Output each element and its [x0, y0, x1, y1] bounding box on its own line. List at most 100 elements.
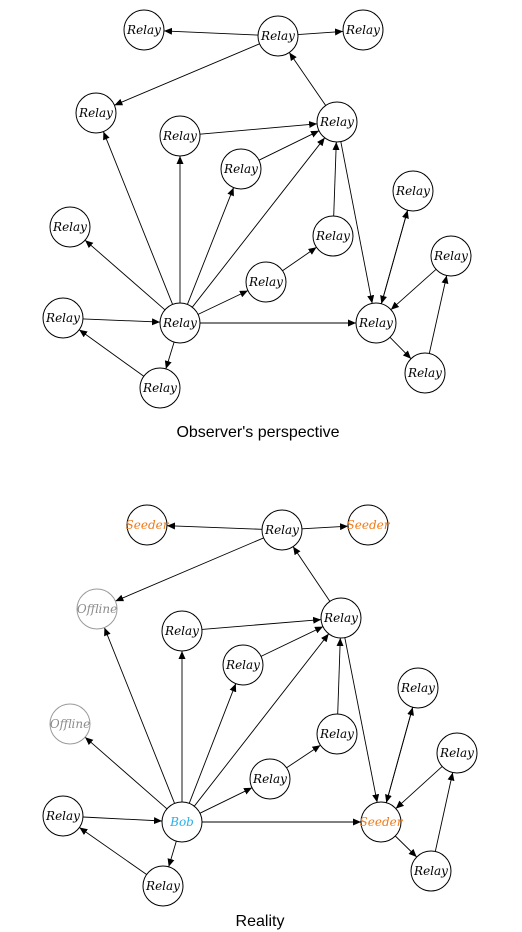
reality-node-circle — [42, 795, 84, 837]
observer-node-label: Relay — [433, 249, 468, 263]
observer-edge-center-g — [197, 290, 249, 315]
observer-node-circle — [404, 352, 446, 394]
reality-node-label: Relay — [145, 879, 180, 893]
observer-node-circle — [139, 367, 181, 409]
observer-edge-g-d — [282, 246, 317, 272]
observer-node-circle — [42, 297, 84, 339]
reality-node-i: Relay — [410, 850, 452, 892]
observer-node-circle — [355, 302, 397, 344]
observer-edge-c-b — [258, 130, 320, 161]
observer-node-bottom: Relay — [139, 367, 181, 409]
reality-node-label: Relay — [323, 611, 358, 625]
observer-node-g: Relay — [245, 261, 287, 303]
reality-node-circle — [126, 504, 168, 546]
reality-node-circle — [222, 644, 264, 686]
observer-edge-hub-o1 — [114, 43, 260, 106]
reality-node-circle — [436, 732, 478, 774]
reality-node-o1: Offline — [76, 588, 118, 630]
observer-node-o1: Relay — [75, 92, 117, 134]
reality-node-label: Seeder — [126, 518, 170, 532]
observer-node-circle — [159, 302, 201, 344]
observer-node-label: Relay — [315, 229, 350, 243]
observer-node-label: Relay — [358, 316, 393, 330]
observer-edge-f-center — [82, 318, 161, 326]
reality-node-label: Offline — [77, 602, 117, 616]
reality-edge-center-o2 — [84, 736, 168, 810]
observer-edge-center-o2 — [84, 239, 166, 311]
reality-node-hub: Relay — [261, 509, 303, 551]
observer-node-c: Relay — [220, 148, 262, 190]
observer-node-circle — [159, 115, 201, 157]
reality-node-label: Relay — [164, 624, 199, 638]
reality-node-label: Seeder — [360, 815, 404, 829]
reality-node-circle — [142, 865, 184, 907]
reality-edge-center-bottom — [167, 841, 177, 867]
reality-node-label: Relay — [45, 809, 80, 823]
observer-node-circle — [75, 92, 117, 134]
reality-node-circle — [320, 597, 362, 639]
reality-node-label: Relay — [400, 681, 435, 695]
reality-node-t1: Seeder — [126, 504, 170, 546]
observer-node-label: Relay — [162, 316, 197, 330]
reality-node-a: Relay — [161, 610, 203, 652]
observer-node-label: Relay — [142, 381, 177, 395]
reality-node-bottom: Relay — [142, 865, 184, 907]
reality-node-h: Relay — [436, 732, 478, 774]
observer-edge-center-b — [191, 137, 326, 308]
observer-node-label: Relay — [223, 162, 258, 176]
observer-node-o2: Relay — [49, 206, 91, 248]
reality-node-circle — [397, 667, 439, 709]
reality-node-right: Seeder — [360, 801, 404, 843]
observer-edge-i-h — [428, 275, 449, 354]
observer-node-label: Relay — [248, 275, 283, 289]
reality-edge-hub-t2 — [301, 523, 349, 531]
reality-edge-right-i — [394, 835, 418, 858]
reality-node-b: Relay — [320, 597, 362, 639]
reality-node-g: Relay — [249, 758, 291, 800]
reality-edge-d-b — [336, 637, 344, 715]
reality-node-label: Relay — [264, 523, 299, 537]
observer-node-circle — [257, 15, 299, 57]
reality-node-circle — [161, 801, 203, 843]
reality-edge-b-hub — [292, 546, 331, 602]
reality-node-circle — [49, 703, 91, 745]
observer-edge-hub-t2 — [297, 28, 344, 36]
observer-node-circle — [342, 9, 384, 51]
observer-node-a: Relay — [159, 115, 201, 157]
observer-edges — [78, 27, 449, 377]
observer-node-label: Relay — [52, 220, 87, 234]
observer-node-label: Relay — [260, 29, 295, 43]
observer-node-h: Relay — [430, 235, 472, 277]
reality-caption: Reality — [236, 913, 285, 930]
observer-node-circle — [49, 206, 91, 248]
observer-node-i: Relay — [404, 352, 446, 394]
observer-edge-bottom-f — [78, 329, 145, 377]
reality-edge-c-b — [260, 626, 324, 657]
observer-node-label: Relay — [78, 106, 113, 120]
reality-node-e: Relay — [397, 667, 439, 709]
reality-edges — [79, 522, 455, 875]
reality-edge-hub-o1 — [115, 537, 264, 602]
observer-node-circle — [312, 215, 354, 257]
reality-node-circle — [261, 509, 303, 551]
observer-edge-a-b — [199, 121, 318, 135]
reality-edge-b-right — [344, 637, 380, 803]
reality-edge-e-right — [385, 707, 414, 803]
observer-node-hub: Relay — [257, 15, 299, 57]
reality-edge-center-g — [199, 787, 253, 814]
observer-edge-hub-t1 — [163, 27, 259, 36]
observer-edge-center-o1 — [102, 131, 174, 305]
reality-edge-center-o1 — [103, 627, 176, 804]
reality-edge-g-d — [286, 744, 321, 769]
observer-node-d: Relay — [312, 215, 354, 257]
reality-edge-h-right — [395, 766, 443, 809]
observer-node-b: Relay — [316, 101, 358, 143]
observer-node-label: Relay — [345, 23, 380, 37]
observer-node-label: Relay — [395, 184, 430, 198]
observer-node-label: Relay — [319, 115, 354, 129]
observer-node-circle — [123, 9, 165, 51]
observer-edge-d-b — [332, 141, 340, 217]
observer-node-f: Relay — [42, 297, 84, 339]
